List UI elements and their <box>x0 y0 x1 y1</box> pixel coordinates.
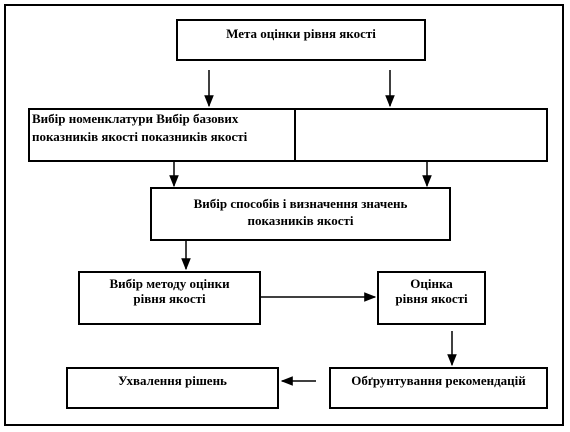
node-methods-values-label: Вибір способів і визначення значень пока… <box>193 196 408 228</box>
node-assessment: Оцінка рівня якості <box>377 271 486 325</box>
node-nomenclature: Вибір номенклатури Вибір базових показни… <box>28 108 296 162</box>
node-right-empty <box>294 108 548 162</box>
node-justification: Обґрунтування рекомендацій <box>329 367 548 409</box>
diagram-frame <box>4 4 564 426</box>
node-nomenclature-label: Вибір номенклатури Вибір базових показни… <box>32 111 248 144</box>
node-method-choice: Вибір методу оцінки рівня якості <box>78 271 261 325</box>
node-assessment-label: Оцінка рівня якості <box>395 276 468 306</box>
node-method-choice-label: Вибір методу оцінки рівня якості <box>109 276 230 306</box>
node-goal: Мета оцінки рівня якості <box>176 19 426 61</box>
node-decision-label: Ухвалення рішень <box>118 373 227 388</box>
node-goal-label: Мета оцінки рівня якості <box>226 26 376 41</box>
node-justification-label: Обґрунтування рекомендацій <box>351 373 526 388</box>
node-methods-values: Вибір способів і визначення значень пока… <box>150 187 451 241</box>
node-decision: Ухвалення рішень <box>66 367 279 409</box>
